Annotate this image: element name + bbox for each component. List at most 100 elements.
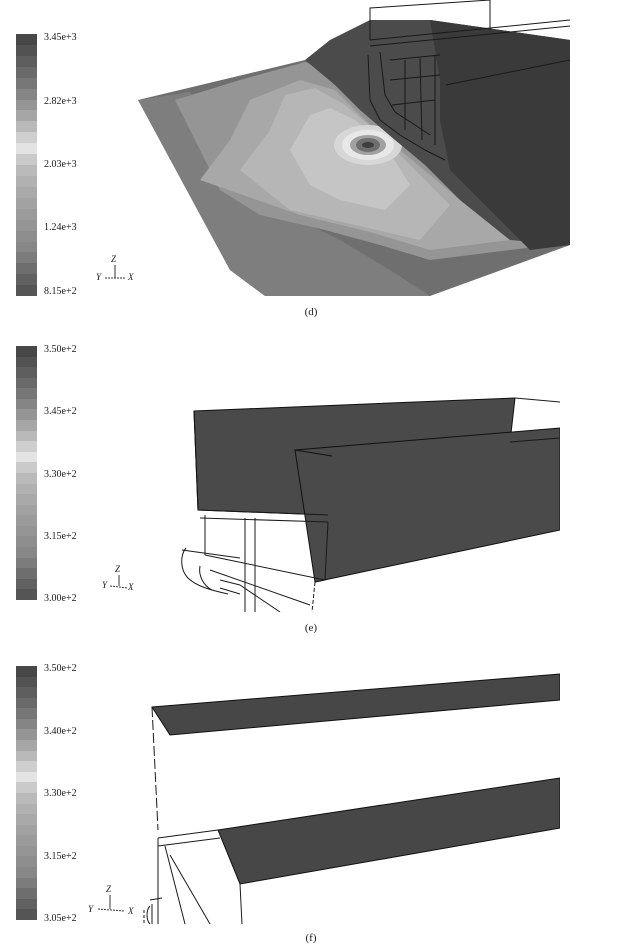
colorbar-band (16, 483, 37, 495)
colorbar-band (16, 888, 37, 899)
colorbar-band (16, 430, 37, 442)
colorbar-band (16, 494, 37, 505)
colorbar-tick: 3.15e+2 (44, 531, 77, 542)
colorbar-band (16, 814, 37, 825)
colorbar-band (16, 515, 37, 526)
axis-x-label: X (128, 906, 134, 916)
colorbar-band (16, 578, 37, 590)
colorbar-tick: 2.82e+3 (44, 96, 77, 107)
axis-triad: Z Y X (100, 564, 150, 598)
figure-caption: (e) (304, 622, 318, 634)
colorbar-band (16, 44, 37, 56)
colorbar-band (16, 866, 37, 878)
colorbar-band (16, 697, 37, 709)
colorbar-band (16, 589, 37, 600)
colorbar-band (16, 252, 37, 264)
colorbar-band (16, 388, 37, 399)
colorbar-band (16, 66, 37, 78)
colorbar-band (16, 77, 37, 89)
colorbar-band (16, 771, 37, 783)
axis-x-label: X (128, 582, 134, 592)
colorbar-band (16, 346, 37, 357)
axis-y-label: Y (88, 904, 94, 914)
colorbar-band (16, 824, 37, 836)
colorbar-tick: 3.30e+2 (44, 469, 77, 480)
colorbar-legend (16, 346, 37, 600)
colorbar-band (16, 175, 37, 187)
colorbar-tick: 3.50e+2 (44, 663, 77, 674)
axis-z-label: Z (111, 254, 117, 264)
colorbar-band (16, 792, 37, 804)
colorbar-band (16, 398, 37, 410)
colorbar-band (16, 898, 37, 910)
colorbar-band (16, 845, 37, 857)
colorbar-band (16, 241, 37, 253)
colorbar-band (16, 676, 37, 688)
colorbar-band (16, 409, 37, 421)
colorbar-band (16, 132, 37, 144)
colorbar-band (16, 230, 37, 242)
colorbar-band (16, 367, 37, 378)
figure-panel-e: 3.50e+2 3.45e+2 3.30e+2 3.15e+2 3.00e+2 … (0, 320, 622, 640)
colorbar-band (16, 154, 37, 166)
colorbar-tick: 1.24e+3 (44, 222, 77, 233)
colorbar-band (16, 761, 37, 772)
colorbar-band (16, 835, 37, 846)
colorbar-band (16, 462, 37, 473)
colorbar-tick: 2.03e+3 (44, 159, 77, 170)
colorbar-band (16, 504, 37, 516)
colorbar-band (16, 803, 37, 815)
colorbar-band (16, 377, 37, 389)
colorbar-tick: 8.15e+2 (44, 286, 77, 297)
colorbar-tick: 3.15e+2 (44, 851, 77, 862)
colorbar-band (16, 451, 37, 463)
colorbar-band (16, 909, 37, 920)
axis-y-label: Y (96, 272, 102, 282)
colorbar-band (16, 750, 37, 762)
colorbar-band (16, 219, 37, 231)
colorbar-tick: 3.30e+2 (44, 788, 77, 799)
colorbar-band (16, 856, 37, 867)
colorbar-band (16, 472, 37, 484)
colorbar-band (16, 88, 37, 100)
colorbar-band (16, 165, 37, 176)
colorbar-band (16, 546, 37, 558)
colorbar-band (16, 441, 37, 452)
colorbar-tick: 3.40e+2 (44, 726, 77, 737)
colorbar-band (16, 687, 37, 698)
colorbar-band (16, 525, 37, 537)
colorbar-band (16, 568, 37, 579)
axis-triad: Z Y X (96, 254, 146, 288)
colorbar-band (16, 420, 37, 431)
temperature-contour-plot (181, 397, 560, 612)
colorbar-band (16, 274, 37, 286)
temperature-contour-plot (143, 673, 560, 924)
colorbar-band (16, 718, 37, 730)
colorbar-band (16, 782, 37, 793)
colorbar-legend (16, 666, 37, 920)
colorbar-legend (16, 34, 37, 297)
colorbar-band (16, 263, 37, 275)
colorbar-band (16, 197, 37, 209)
figure-caption: (d) (304, 306, 318, 318)
colorbar-tick: 3.45e+3 (44, 32, 77, 43)
axis-y-label: Y (102, 580, 108, 590)
colorbar-tick: 3.50e+2 (44, 344, 77, 355)
colorbar-band (16, 34, 37, 45)
colorbar-band (16, 99, 37, 111)
figure-panel-d: 3.45e+3 2.82e+3 2.03e+3 1.24e+3 8.15e+2 … (0, 0, 622, 320)
figure-caption: (f) (305, 932, 317, 944)
colorbar-band (16, 536, 37, 547)
colorbar-band (16, 55, 37, 67)
colorbar-band (16, 285, 37, 297)
colorbar-tick: 3.00e+2 (44, 593, 77, 604)
colorbar-band (16, 143, 37, 155)
axis-triad: Z Y X (88, 884, 140, 918)
axis-z-label: Z (115, 564, 121, 574)
colorbar-band (16, 356, 37, 368)
colorbar-tick: 3.05e+2 (44, 913, 77, 924)
colorbar-band (16, 121, 37, 133)
colorbar-band (16, 557, 37, 569)
figure-panel-f: 3.50e+2 3.40e+2 3.30e+2 3.15e+2 3.05e+2 … (0, 640, 622, 951)
colorbar-band (16, 740, 37, 751)
